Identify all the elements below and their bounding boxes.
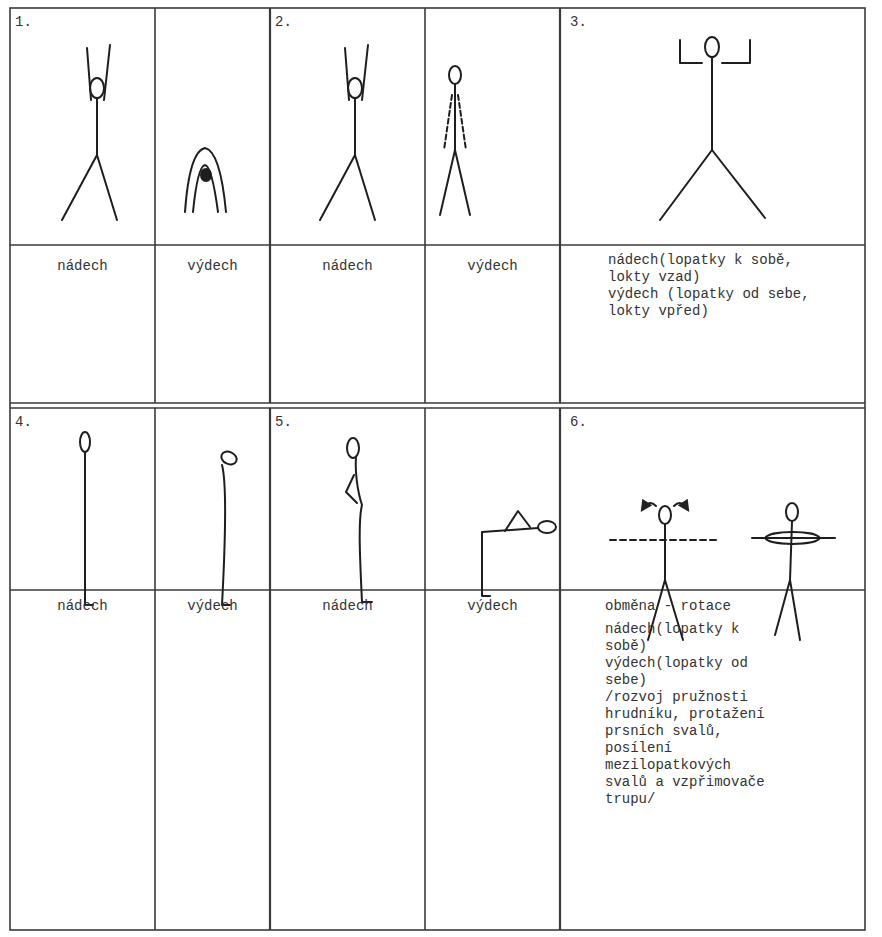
- note-text: /rozvoj pružnosti hrudníku, protažení pr…: [605, 689, 775, 808]
- cell-number: 5.: [275, 414, 292, 431]
- figure-elbows-bent: [660, 37, 765, 220]
- breath-label: nádech: [57, 258, 107, 275]
- figure-arms-up: [62, 45, 117, 220]
- breath-label: výdech: [187, 258, 237, 275]
- figure-hands-on-hips: [346, 438, 372, 602]
- breath-label: nádech: [322, 258, 372, 275]
- cell-number: 3.: [570, 14, 587, 31]
- figure-standing: [440, 66, 470, 215]
- breath-label: nádech: [57, 598, 107, 615]
- cell-number: 1.: [15, 14, 32, 31]
- figure-rotation: [610, 503, 720, 640]
- figure-bent-forward: [185, 148, 226, 212]
- cell-number: 4.: [15, 414, 32, 431]
- figure-bent-90: [482, 511, 556, 596]
- cell-number: 2.: [275, 14, 292, 31]
- figure-side-standing: [80, 432, 93, 605]
- instruction-text: nádech(lopatky k sobě): [605, 621, 775, 655]
- stick-figures: [62, 37, 835, 640]
- instruction-text: výdech(lopatky od sebe): [605, 655, 775, 689]
- figure-head-bowed: [219, 449, 239, 605]
- instruction-text: výdech (lopatky od sebe, lokty vpřed): [608, 286, 823, 320]
- breath-label: výdech: [187, 598, 237, 615]
- figure-arms-up: [320, 45, 375, 220]
- breath-label: nádech: [322, 598, 372, 615]
- instruction-text: nádech(lopatky k sobě, lokty vzad): [608, 252, 823, 286]
- table-grid: [10, 8, 865, 930]
- breath-label: výdech: [467, 258, 517, 275]
- breath-label: výdech: [467, 598, 517, 615]
- variation-heading: obměna - rotace: [605, 598, 825, 615]
- figure-arms-out: [752, 503, 835, 640]
- cell-number: 6.: [570, 414, 587, 431]
